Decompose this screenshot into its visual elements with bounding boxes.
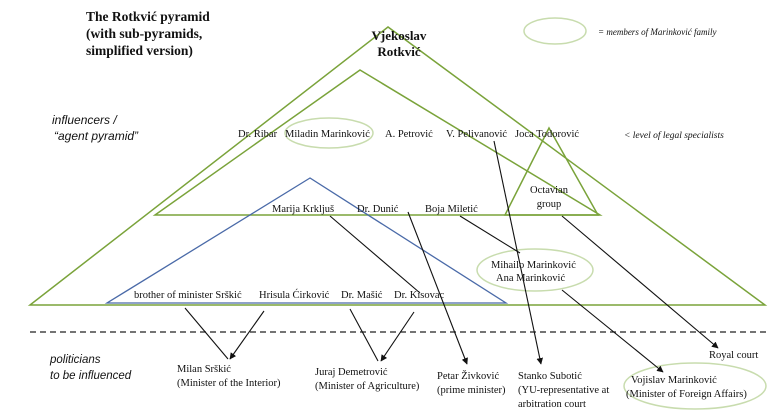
family-marker-miladin [284,117,374,149]
octavian-group: group [537,199,562,210]
legal-level-label: < level of legal specialists [624,130,724,141]
agent-miletic: Boja Miletić [425,204,478,215]
politician-subotic: Stanko Subotić [518,371,582,382]
legend-text: = members of Marinković family [598,27,717,37]
arrow-srskic-brother [184,307,229,360]
arrow-masic [349,308,379,362]
politician-demetrovic: (Minister of Agriculture) [315,381,420,392]
agent-cirkovic: Hrisula Ćirković [259,289,330,301]
arrow-mihailo-ana [561,289,664,373]
agent-dunic: Dr. Dunić [357,204,399,215]
agent-pelivanovic: V. Pelivanović [446,129,507,140]
family-marker-mihailo-ana [476,248,594,292]
outer-pyramid [27,26,768,306]
agent-petrovic: A. Petrović [385,129,433,140]
arrow-krkljus [329,215,421,294]
arrow-dunic [407,211,468,365]
politician-zivkovic: (prime minister) [437,385,506,396]
politician-vojislav-marinkovic: (Minister of Foreign Affairs) [626,389,747,400]
agent-mihailo-marinkovic: Mihailo Marinković [491,260,576,271]
agent-ribar: Dr. Ribar [238,129,278,140]
politician-srskic: Milan Srškić [177,364,231,375]
politicians-label: politicians [49,354,101,366]
agent-ana-marinkovic: Ana Marinković [496,273,565,284]
diagram-title: (with sub-pyramids, [86,26,202,41]
apex-name: Rotkvić [377,44,421,59]
politicians-label: to be influenced [50,370,132,382]
agent-krkljus: Marija Krkljuš [272,204,334,215]
family-marker-legend [523,17,587,45]
influencers-label: “agent pyramid” [54,129,139,143]
agent-masic: Dr. Mašić [341,290,383,301]
politician-demetrovic: Juraj Demetrović [315,367,388,378]
diagram-title: simplified version) [86,43,193,58]
agent-kisovac: Dr. Kisovac [394,290,444,301]
politician-subotic: arbitration court [518,399,586,410]
royal-court: Royal court [709,350,758,361]
politician-zivkovic: Petar Živković [437,370,499,382]
arrow-kisovac [380,311,415,362]
diagram-title: The Rotkvić pyramid [86,9,210,24]
family-marker-vojislav [623,362,767,410]
agent-srskic-brother: brother of minister Srškić [134,290,242,301]
octavian-pyramid [503,126,600,216]
agent-todorovic: Joca Todorović [515,129,579,140]
arrow-octavian [561,215,719,349]
arrow-pelivanovic [493,140,544,365]
blue-sub-pyramid [104,177,509,304]
agent-pyramid [152,69,603,216]
octavian-group: Octavian [530,185,569,196]
politician-subotic: (YU-representative at [518,385,609,396]
apex-name: Vjekoslav [372,28,427,43]
arrow-miletic [459,215,521,254]
arrow-cirkovic [229,310,265,360]
influencers-label: influencers / [52,113,118,127]
politician-srskic: (Minister of the Interior) [177,378,281,389]
agent-miladin-marinkovic: Miladin Marinković [285,129,370,140]
politician-vojislav-marinkovic: Vojislav Marinković [631,375,717,386]
